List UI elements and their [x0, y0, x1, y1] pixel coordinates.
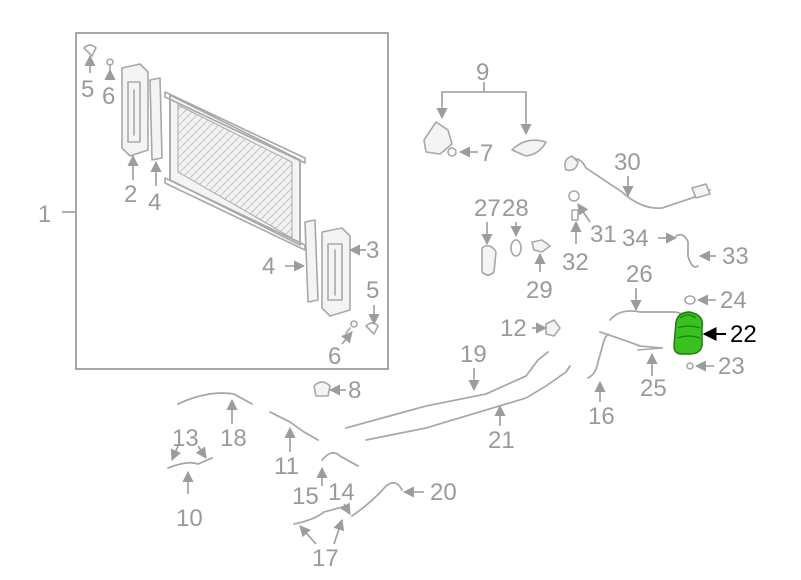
- callout-34: 34: [622, 225, 649, 252]
- callout-1: 1: [38, 201, 51, 228]
- callout-6a: 6: [102, 83, 115, 110]
- bracket-12: [532, 319, 561, 337]
- callout-31: 31: [590, 221, 617, 248]
- callout-25: 25: [640, 375, 667, 402]
- callout-24: 24: [720, 287, 747, 314]
- small-clip-5b: [365, 322, 379, 335]
- callout-6b: 6: [328, 343, 341, 370]
- small-bolt-6b: [345, 320, 358, 334]
- right-seal-strip: [304, 219, 319, 303]
- hose-18: [177, 392, 253, 424]
- hose-26: [599, 288, 687, 349]
- callout-19: 19: [460, 341, 487, 368]
- callout-28: 28: [502, 195, 529, 222]
- cap-8: [313, 381, 346, 397]
- clamps-17: [299, 518, 345, 545]
- pipe-19: [345, 351, 549, 429]
- hose-25: [637, 347, 663, 376]
- callout-17: 17: [312, 545, 339, 572]
- callout-5b: 5: [366, 277, 379, 304]
- callout-3: 3: [366, 237, 379, 264]
- hose-10: [167, 445, 213, 494]
- radiator-assembly-group: [62, 32, 389, 370]
- callout-26: 26: [626, 261, 653, 288]
- parts-27-28-29: [481, 222, 551, 276]
- callout-4b: 4: [262, 253, 275, 280]
- radiator-core: [164, 91, 306, 251]
- hose-15: [316, 452, 359, 486]
- left-side-bracket: [121, 63, 149, 157]
- callout-27: 27: [474, 195, 501, 222]
- hose-33: [658, 232, 716, 268]
- callout-4a: 4: [148, 189, 161, 216]
- callout-13: 13: [172, 425, 199, 452]
- callout-22[interactable]: 22: [730, 321, 757, 348]
- callout-12: 12: [500, 315, 527, 342]
- callout-8: 8: [348, 377, 361, 404]
- callout-14: 14: [328, 479, 355, 506]
- callout-5a: 5: [81, 76, 94, 103]
- leader-6b: [341, 331, 353, 345]
- callout-23: 23: [718, 353, 745, 380]
- clamp-24: [684, 294, 716, 306]
- callout-33: 33: [722, 243, 749, 270]
- hose-20: [351, 482, 424, 517]
- callout-15: 15: [292, 483, 319, 510]
- callout-30: 30: [614, 149, 641, 176]
- small-bolt-6a: [106, 58, 114, 71]
- small-clip-5a: [83, 44, 97, 57]
- callout-10: 10: [176, 505, 203, 532]
- callout-32: 32: [562, 249, 589, 276]
- highlighted-part-22[interactable]: [673, 311, 726, 355]
- left-seal-strip: [149, 77, 163, 161]
- clamp-23: [686, 360, 714, 372]
- bracket-pair-9: [423, 82, 547, 158]
- callout-2: 2: [124, 181, 137, 208]
- pipe-21: [365, 365, 571, 441]
- radiator-assembly-frame: [75, 32, 389, 370]
- right-side-bracket: [321, 227, 351, 317]
- callout-9: 9: [476, 59, 489, 86]
- callout-labels: 1 5 6 2 4 4 3 5 6 9 7 8 27 28 29 30 31 3…: [38, 59, 757, 572]
- callout-16: 16: [588, 403, 615, 430]
- hose-16: [587, 333, 609, 402]
- callout-11: 11: [274, 453, 299, 480]
- callout-7: 7: [480, 140, 493, 167]
- callout-29: 29: [526, 277, 553, 304]
- callout-20: 20: [430, 479, 457, 506]
- hose-14: [293, 502, 351, 525]
- callout-18: 18: [220, 425, 247, 452]
- callout-21: 21: [488, 427, 515, 454]
- hose-11: [269, 411, 319, 452]
- pipe-30: [564, 155, 711, 244]
